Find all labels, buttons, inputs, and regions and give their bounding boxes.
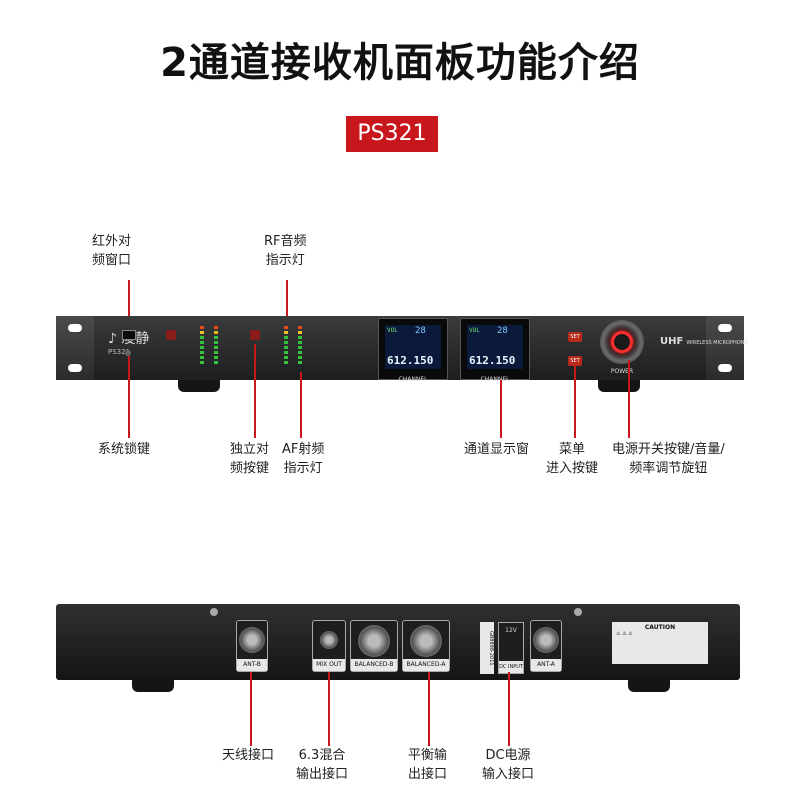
screw — [574, 608, 582, 616]
foot-front-right — [598, 380, 640, 392]
label-channel-display: 通道显示窗 — [464, 442, 530, 457]
power-volume-knob[interactable] — [600, 320, 644, 364]
label-pair-button: 独立对频按键 — [230, 442, 270, 476]
leader-system-lock — [128, 356, 130, 438]
set-button-1[interactable]: SET — [568, 332, 582, 342]
leader-antenna — [250, 672, 252, 746]
leader-channel-display — [500, 380, 502, 438]
display-caption-1: CHANNEL — [398, 376, 428, 383]
label-power-knob: 电源开关按键/音量/频率调节旋钮 — [612, 442, 725, 476]
af-meter-1 — [214, 326, 218, 366]
label-af-indicator: AF射频指示灯 — [282, 442, 325, 476]
dc-spec: 12V — [505, 627, 517, 634]
gb-standard-label: GB8898-2011 — [480, 622, 494, 674]
page-title: 2通道接收机面板功能介绍 — [160, 40, 640, 86]
label-antenna: 天线接口 — [222, 748, 275, 763]
channel-display-1: VOL 28 612.150 — [378, 318, 448, 380]
rack-ear-left — [56, 316, 94, 380]
screw — [210, 608, 218, 616]
system-lock-button[interactable] — [125, 350, 131, 356]
set-button-2[interactable]: SET — [568, 356, 582, 366]
label-ir-window: 红外对频窗口 — [92, 234, 132, 268]
leader-rf-indicator — [286, 280, 288, 324]
channel-display-2: VOL 28 612.150 — [460, 318, 530, 380]
mix-out-jack[interactable]: MIX OUT — [312, 620, 346, 672]
leader-menu-button — [574, 366, 576, 438]
pair-button-1[interactable] — [166, 330, 176, 340]
label-system-lock: 系统锁键 — [98, 442, 151, 457]
ant-b-jack[interactable]: ANT-B — [236, 620, 268, 672]
leader-power-knob — [628, 360, 630, 438]
model-badge: PS321 — [346, 116, 438, 152]
leader-ir-window — [128, 280, 130, 326]
brand-logo: ♪ 凌静 PS321 — [108, 331, 149, 356]
pair-button-2[interactable] — [250, 330, 260, 340]
ant-a-jack[interactable]: ANT-A — [530, 620, 562, 672]
balanced-b-jack[interactable]: BALANCED-B — [350, 620, 398, 672]
display-caption-2: CHANNEL — [480, 376, 510, 383]
rf-meter-2 — [284, 326, 288, 366]
power-caption: POWER — [610, 368, 634, 375]
label-mix: 6.3混合输出接口 — [296, 748, 349, 782]
balanced-a-jack[interactable]: BALANCED-A — [402, 620, 450, 672]
caution-label: CAUTION ⚠ ⚠ ⚠ — [612, 622, 708, 664]
label-menu-button: 菜单进入按键 — [546, 442, 599, 476]
leader-pair-button — [254, 344, 256, 438]
foot-rear-left — [132, 680, 174, 692]
ir-window — [122, 330, 136, 340]
label-rf-indicator: RF音频指示灯 — [264, 234, 307, 268]
foot-front-left — [178, 380, 220, 392]
rf-meter-1 — [200, 326, 204, 366]
af-meter-2 — [298, 326, 302, 366]
leader-balanced — [428, 672, 430, 746]
leader-af-indicator — [300, 372, 302, 438]
foot-rear-right — [628, 680, 670, 692]
leader-mix — [328, 672, 330, 746]
leader-dc — [508, 672, 510, 746]
label-dc: DC电源输入接口 — [482, 748, 535, 782]
rack-ear-right — [706, 316, 744, 380]
label-balanced: 平衡输出接口 — [408, 748, 448, 782]
dc-input-jack[interactable]: 12V DC INPUT — [498, 622, 524, 674]
